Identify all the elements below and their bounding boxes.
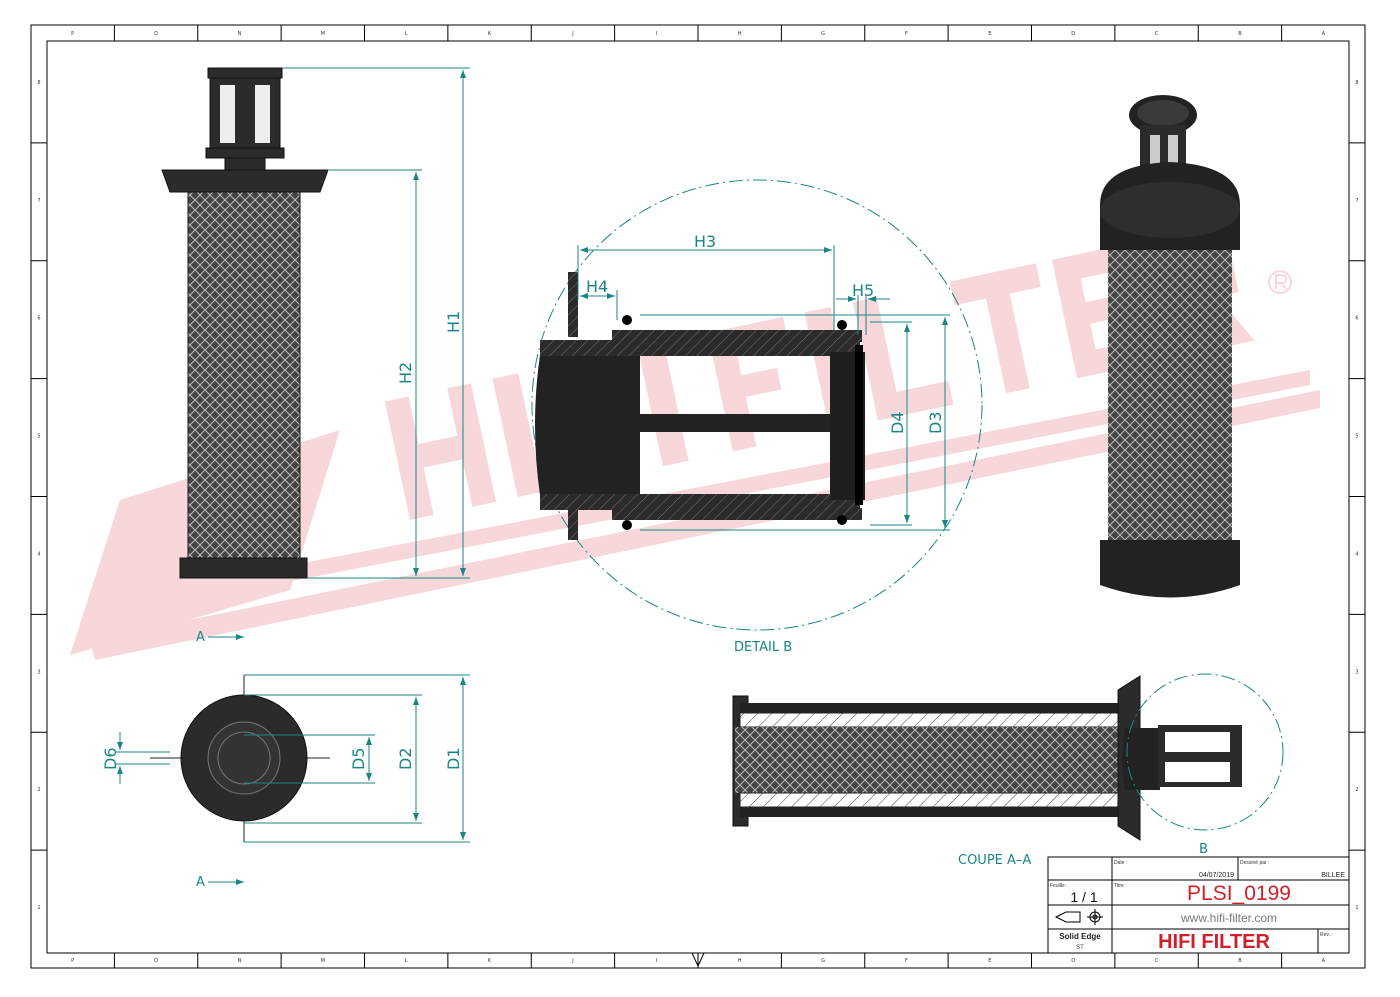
dim-label-d4: D4 (888, 412, 907, 435)
revision-label: Rév. : (1320, 932, 1333, 938)
dim-label-h5: H5 (852, 281, 874, 300)
zone-label-left: 2 (37, 787, 40, 793)
zone-label-right: 8 (1355, 80, 1358, 86)
zone-label-top: P (71, 31, 74, 37)
zone-label-top: B (1238, 31, 1242, 37)
zone-label-bottom: H (738, 958, 742, 964)
zone-label-bottom: J (571, 958, 573, 964)
registered-mark-icon (1268, 270, 1292, 294)
dim-label-d5: D5 (349, 748, 368, 771)
zone-label-top: K (488, 31, 492, 37)
zone-label-bottom: G (821, 958, 825, 964)
website: www.hifi-filter.com (1180, 911, 1277, 925)
dimension-h1: H1 H2 (282, 67, 470, 579)
zone-label-top: E (988, 31, 991, 37)
zone-label-top: D (1071, 31, 1075, 37)
zone-label-bottom: E (988, 958, 991, 964)
zone-label-top: F (905, 31, 908, 37)
zone-label-top: N (238, 31, 242, 37)
detail-marker: B (1199, 842, 1208, 857)
zone-label-right: 4 (1355, 551, 1358, 557)
zone-label-right: 1 (1355, 905, 1358, 911)
section-a-a-view: B COUPE A–A (732, 673, 1284, 868)
zone-label-top: J (571, 31, 573, 37)
zone-label-bottom: N (238, 958, 242, 964)
detail-dimensions: H3 H4 H5 D4 D3 (577, 232, 950, 531)
zone-label-left: 8 (37, 80, 40, 86)
zone-label-top: L (405, 31, 408, 37)
zone-label-top: H (738, 31, 742, 37)
zone-label-left: 1 (37, 905, 40, 911)
zone-label-bottom: A (1322, 958, 1326, 964)
dim-label-d1: D1 (444, 748, 463, 771)
zone-label-right: 7 (1355, 198, 1358, 204)
filter-end-view: A A D1 D2 D5 D6 (101, 630, 470, 890)
zone-label-bottom: I (656, 958, 657, 964)
zone-label-top: A (1322, 31, 1326, 37)
detail-b-view: DETAIL B (531, 179, 983, 655)
center-mark-icon (691, 952, 705, 968)
software-sub: ST (1076, 945, 1084, 951)
dim-label-h4: H4 (586, 277, 608, 296)
sheet-value: 1 / 1 (1070, 889, 1097, 905)
dim-label-d6: D6 (101, 748, 120, 771)
title-label: Titre : (1114, 883, 1127, 889)
zone-label-top: M (321, 31, 325, 37)
section-label: COUPE A–A (958, 853, 1031, 868)
zone-label-bottom: P (71, 958, 74, 964)
dim-label-d2: D2 (396, 748, 415, 771)
date-label: Date : (1114, 860, 1127, 866)
zone-label-left: 4 (37, 551, 40, 557)
zone-label-right: 2 (1355, 787, 1358, 793)
zone-label-bottom: F (905, 958, 908, 964)
filter-elevation-view (161, 67, 329, 579)
zone-label-bottom: L (405, 958, 408, 964)
drawn-by-value: BILLEE (1321, 872, 1345, 879)
zone-labels: P P O O N N M M L L K K J J I I H H G G F F E E D D C C B B A A 8 8 7 7 6 6 5 5… (31, 25, 1365, 968)
dim-label-h2: H2 (396, 362, 415, 384)
projection-symbol-icon (1054, 909, 1103, 925)
date-value: 04/07/2019 (1199, 872, 1234, 879)
zone-label-bottom: O (154, 958, 158, 964)
zone-label-top: O (154, 31, 158, 37)
detail-label: DETAIL B (734, 640, 792, 655)
software-label: Solid Edge (1059, 932, 1101, 941)
zone-label-left: 6 (37, 316, 40, 322)
zone-label-right: 5 (1355, 434, 1358, 440)
zone-label-right: 3 (1355, 669, 1358, 675)
filter-3d-view (1100, 95, 1240, 598)
company-name: HIFI FILTER (1158, 931, 1270, 953)
section-marker-top: A (196, 630, 205, 645)
zone-label-bottom: K (488, 958, 492, 964)
zone-label-right: 6 (1355, 316, 1358, 322)
zone-label-bottom: M (321, 958, 325, 964)
drawn-by-label: Dessiné par : (1240, 860, 1269, 866)
sheet-label: Feuille : (1050, 883, 1068, 889)
dim-label-d3: D3 (926, 412, 945, 435)
zone-label-left: 5 (37, 434, 40, 440)
dim-label-h3: H3 (694, 232, 716, 251)
zone-label-bottom: C (1155, 958, 1159, 964)
zone-label-left: 7 (37, 198, 40, 204)
zone-label-left: 3 (37, 669, 40, 675)
zone-label-top: I (656, 31, 657, 37)
zone-label-top: C (1155, 31, 1159, 37)
drawing-title: PLSI_0199 (1187, 882, 1291, 905)
title-block: Date : 04/07/2019 Dessiné par : BILLEE F… (1047, 856, 1350, 954)
section-marker-bottom: A (196, 875, 205, 890)
zone-label-bottom: B (1238, 958, 1242, 964)
zone-label-top: G (821, 31, 825, 37)
dim-label-h1: H1 (444, 311, 463, 333)
zone-label-bottom: D (1071, 958, 1075, 964)
